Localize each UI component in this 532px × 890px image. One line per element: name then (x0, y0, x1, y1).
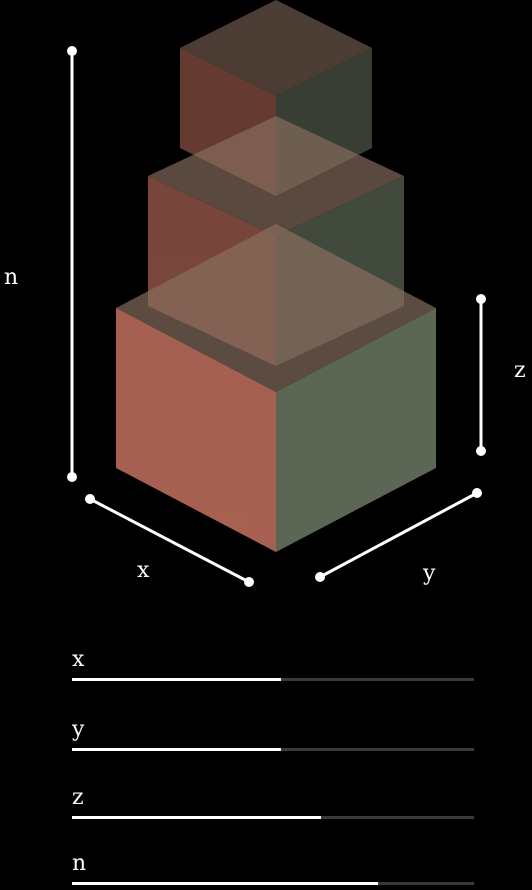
y-slider-track[interactable] (72, 748, 474, 751)
diagram-canvas: n z x y (4, 0, 526, 587)
n-label: n (4, 265, 18, 290)
cube-bottom-right-face (276, 308, 436, 552)
n-slider-label: n (72, 851, 87, 876)
n-slider-track[interactable] (72, 882, 474, 885)
cube-bottom-left-face (116, 308, 276, 552)
n-slider[interactable]: n (72, 852, 474, 885)
n-measure-line (67, 46, 77, 482)
z-measure-line (476, 294, 486, 456)
x-slider[interactable]: x (72, 648, 474, 681)
z-label: z (514, 358, 526, 383)
cube-bottom (116, 224, 436, 552)
y-slider-label: y (72, 717, 85, 742)
x-label: x (137, 558, 150, 583)
x-slider-track[interactable] (72, 678, 474, 681)
y-slider[interactable]: y (72, 718, 474, 751)
z-slider-track[interactable] (72, 816, 474, 819)
z-slider-label: z (72, 785, 84, 810)
x-slider-label: x (72, 647, 85, 672)
y-label: y (422, 561, 436, 586)
n-slider-fill[interactable] (72, 882, 378, 885)
y-measure-line (315, 488, 482, 582)
x-slider-fill[interactable] (72, 678, 282, 681)
stacked-cubes-diagram: n z x y (4, 0, 526, 587)
z-slider[interactable]: z (72, 786, 474, 819)
y-slider-fill[interactable] (72, 748, 282, 751)
z-slider-fill[interactable] (72, 816, 322, 819)
x-measure-line (85, 494, 254, 587)
